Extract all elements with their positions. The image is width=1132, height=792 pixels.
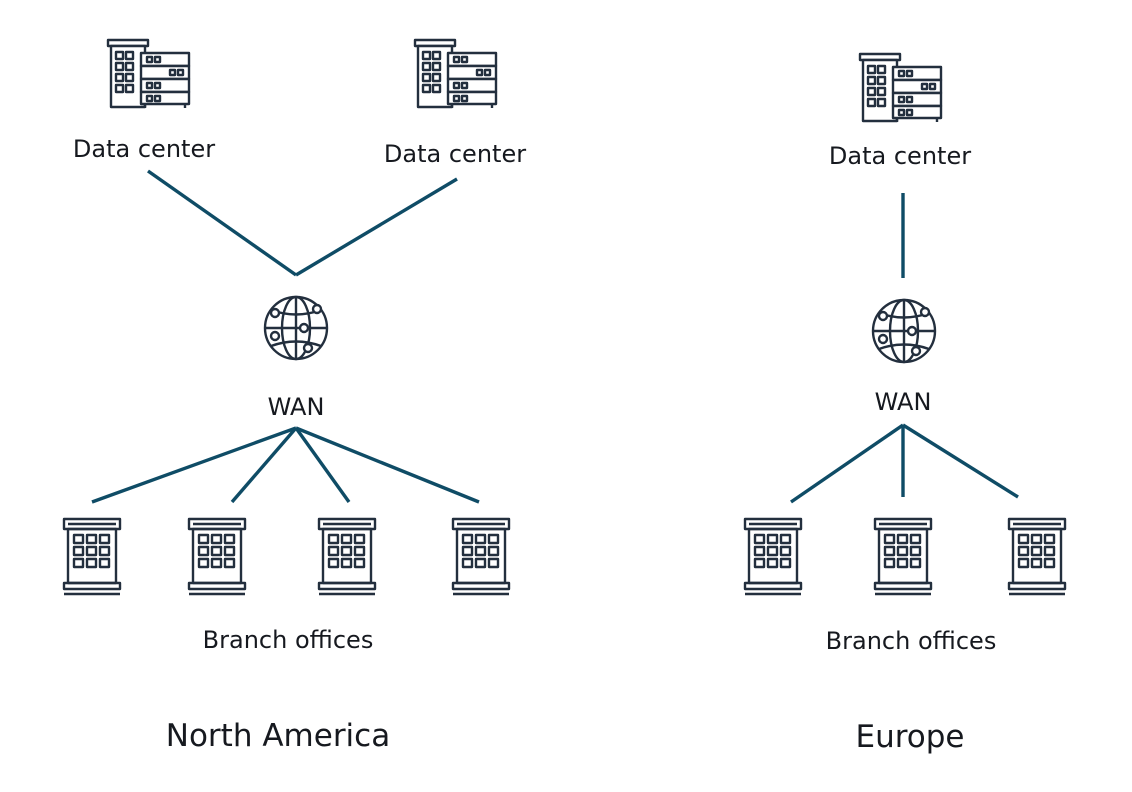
link-dc1-wan-na — [147, 169, 297, 277]
region-title-north-america: North America — [165, 718, 391, 754]
link-wan-branch-1-na — [91, 426, 297, 504]
link-wan-branch-1-eu — [790, 423, 904, 504]
data-center-label: Data center — [828, 142, 972, 170]
branch-offices-label: Branch offices — [825, 627, 997, 655]
link-wan-branch-3-eu — [902, 423, 1019, 499]
wan-label: WAN — [874, 388, 932, 416]
office-building-icon — [187, 517, 247, 596]
globe-network-icon — [871, 298, 937, 364]
data-center-icon — [858, 52, 943, 124]
data-center-label: Data center — [383, 140, 527, 168]
region-title-europe: Europe — [855, 719, 965, 755]
branch-offices-label: Branch offices — [202, 626, 374, 654]
link-wan-branch-2-na — [230, 426, 298, 504]
data-center-icon — [413, 38, 498, 110]
link-dc2-wan-na — [295, 177, 458, 277]
globe-network-icon — [263, 295, 329, 361]
office-building-icon — [873, 517, 933, 596]
office-building-icon — [317, 517, 377, 596]
data-center-label: Data center — [72, 135, 216, 163]
data-center-icon — [106, 38, 191, 110]
office-building-icon — [62, 517, 122, 596]
link-wan-branch-4-na — [295, 426, 480, 504]
office-building-icon — [1007, 517, 1067, 596]
office-building-icon — [743, 517, 803, 596]
office-building-icon — [451, 517, 511, 596]
wan-label: WAN — [267, 393, 325, 421]
link-wan-branch-3-na — [294, 427, 351, 503]
connectors — [91, 169, 1019, 504]
